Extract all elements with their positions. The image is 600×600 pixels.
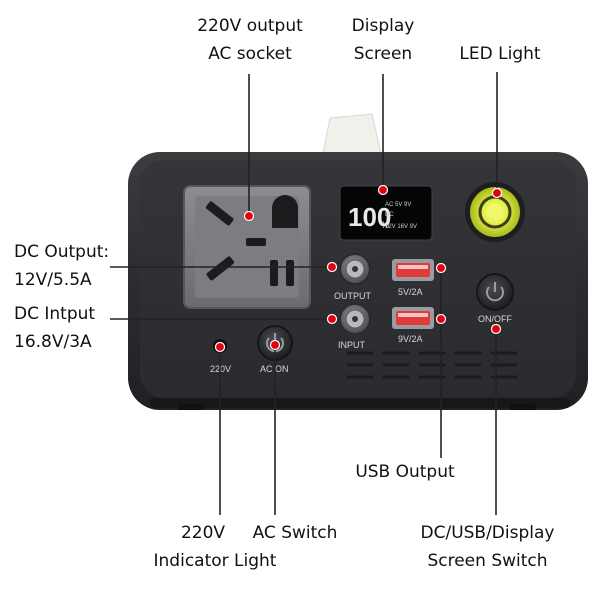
display-screen: 100 % AC 5V 9V DC 12V 16V 9V	[339, 185, 433, 241]
onoff-label: ON/OFF	[478, 314, 512, 324]
callout-usb-output: USB Output	[335, 458, 475, 486]
display-percent: %	[381, 220, 389, 230]
callout-dc-input-line2: 16.8V/3A	[14, 332, 92, 352]
usb-2-label: 9V/2A	[398, 334, 423, 344]
ac-socket[interactable]	[183, 185, 311, 309]
marker-screen-switch	[490, 323, 502, 335]
callout-ac-socket-line1: 220V output	[197, 16, 303, 36]
foot-left	[178, 404, 204, 410]
callout-dc-input-line1: DC Intput	[14, 304, 96, 324]
callout-ac-socket: 220V output AC socket	[175, 12, 325, 68]
marker-ac-switch	[269, 339, 281, 351]
callout-ac-switch-line1: AC Switch	[252, 523, 338, 543]
callout-indicator: 220V Indicator Light	[140, 519, 290, 575]
dc-input-port[interactable]	[339, 303, 371, 335]
carry-handle	[321, 113, 383, 159]
callout-dc-input: DC Intput 16.8V/3A	[14, 300, 124, 356]
callout-dc-output: DC Output: 12V/5.5A	[14, 238, 124, 294]
display-row-3: 12V 16V 9V	[385, 224, 417, 230]
marker-dc-input	[326, 313, 338, 325]
display-digits: 100	[348, 202, 391, 232]
callout-indicator-line2: Indicator Light	[153, 551, 277, 571]
callout-display: Display Screen	[330, 12, 436, 68]
callout-indicator-line1: 220V	[180, 523, 226, 543]
usb-port-1[interactable]	[392, 259, 434, 281]
marker-dc-output	[326, 261, 338, 273]
marker-usb-2	[435, 313, 447, 325]
callout-ac-socket-line2: AC socket	[208, 44, 292, 64]
callout-dc-output-line1: DC Output:	[14, 242, 110, 262]
marker-led	[491, 187, 503, 199]
marker-usb-1	[435, 262, 447, 274]
callout-display-line1: Display	[351, 16, 415, 36]
marker-dots	[214, 184, 503, 353]
marker-ac-socket	[243, 210, 255, 222]
callout-dc-output-line2: 12V/5.5A	[14, 270, 92, 290]
marker-indicator	[214, 341, 226, 353]
display-row-1: AC 5V 9V	[385, 202, 411, 208]
vent-slots	[346, 351, 518, 379]
output-label: OUTPUT	[334, 291, 372, 301]
leader-lines	[110, 72, 498, 515]
callout-led: LED Light	[440, 40, 560, 68]
callout-usb-output-line1: USB Output	[355, 462, 455, 482]
callout-screen-switch-line2: Screen Switch	[427, 551, 548, 571]
screen-switch-button[interactable]	[476, 273, 514, 311]
dc-output-port[interactable]	[339, 253, 371, 285]
foot-right	[510, 404, 536, 410]
callout-screen-switch-line1: DC/USB/Display	[420, 523, 555, 543]
led-light	[465, 182, 525, 242]
callout-screen-switch: DC/USB/Display Screen Switch	[400, 519, 575, 575]
usb-port-2[interactable]	[392, 307, 434, 329]
display-row-2: DC	[385, 212, 394, 218]
usb-1-label: 5V/2A	[398, 287, 423, 297]
device-base	[150, 398, 570, 408]
power-icon	[486, 286, 504, 302]
callout-ac-switch: AC Switch	[240, 519, 350, 547]
callout-led-line1: LED Light	[459, 44, 541, 64]
input-label: INPUT	[338, 340, 366, 350]
callout-display-line2: Screen	[353, 44, 413, 64]
marker-display	[377, 184, 389, 196]
